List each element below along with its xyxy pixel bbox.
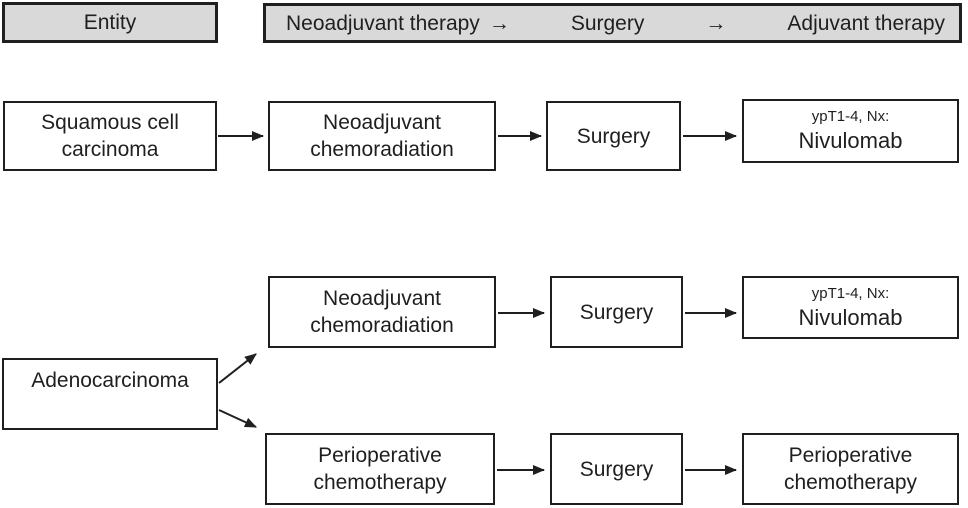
adeno-adjuvant-nivulomab-box: ypT1-4, Nx: Nivulomab	[742, 276, 959, 339]
pathway-header-neoadjuvant-group: Neoadjuvant therapy →	[286, 10, 510, 37]
adjuvant-condition-label: ypT1-4, Nx:	[811, 284, 890, 302]
adeno-neoadjuvant-chemoradiation-box: Neoadjuvant chemoradiation	[268, 276, 496, 348]
adjuvant-condition-label: ypT1-4, Nx:	[811, 108, 890, 125]
squamous-surgery-box: Surgery	[546, 101, 681, 171]
entity-column-header: Entity	[2, 2, 218, 43]
squamous-adjuvant-nivulomab-box: ypT1-4, Nx: Nivulomab	[742, 99, 959, 163]
adeno-lower-surgery-box: Surgery	[550, 433, 683, 505]
surgery-label: Surgery	[579, 300, 654, 324]
adjuvant-perioperative-chemotherapy-box: Perioperative chemotherapy	[742, 433, 959, 505]
pathway-column-header: Neoadjuvant therapy → Surgery → Adjuvant…	[263, 3, 962, 43]
surgery-label: Surgery	[579, 457, 654, 481]
adeno-upper-surgery-box: Surgery	[550, 276, 683, 348]
right-arrow-glyph: →	[488, 11, 510, 35]
pathway-header-surgery-label: Surgery	[570, 11, 645, 35]
perioperative-chemotherapy-box: Perioperative chemotherapy	[265, 433, 495, 505]
arrow-adeno-to-perioperative	[218, 409, 257, 428]
squamous-cell-carcinoma-box: Squamous cell carcinoma	[3, 101, 217, 171]
pathway-header-neoadjuvant-label: Neoadjuvant therapy	[286, 11, 480, 35]
right-arrow-glyph: →	[705, 11, 727, 35]
squamous-cell-carcinoma-label: Squamous cell carcinoma	[41, 111, 179, 161]
adenocarcinoma-label: Adenocarcinoma	[31, 369, 189, 392]
surgery-label: Surgery	[576, 124, 651, 148]
squamous-neoadjuvant-chemoradiation-box: Neoadjuvant chemoradiation	[268, 101, 496, 171]
neoadjuvant-chemoradiation-label: Neoadjuvant chemoradiation	[310, 287, 454, 337]
pathway-header-adjuvant-label: Adjuvant therapy	[787, 11, 945, 35]
adjuvant-drug-label: Nivulomab	[798, 128, 903, 153]
entity-header-label: Entity	[83, 11, 137, 34]
neoadjuvant-chemoradiation-label: Neoadjuvant chemoradiation	[310, 111, 454, 161]
arrow-adeno-to-neoadjuvant	[218, 353, 257, 384]
perioperative-chemotherapy-label: Perioperative chemotherapy	[783, 444, 918, 494]
adjuvant-drug-label: Nivulomab	[798, 304, 903, 330]
adenocarcinoma-box: Adenocarcinoma	[2, 358, 218, 430]
perioperative-chemotherapy-label: Perioperative chemotherapy	[313, 444, 447, 494]
